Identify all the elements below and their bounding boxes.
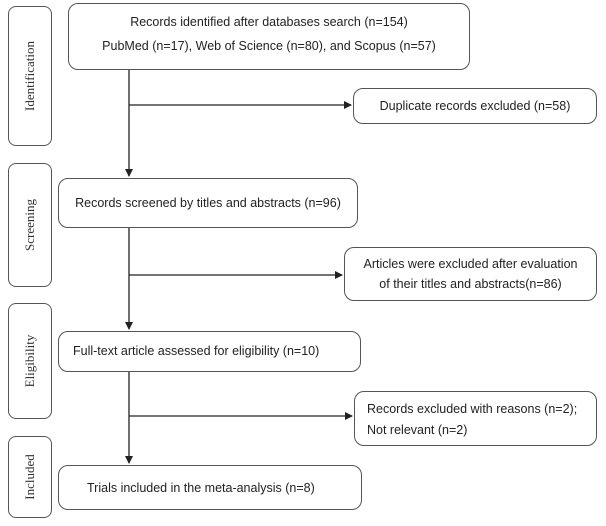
fulltext-assessed-text: Full-text article assessed for eligibili… xyxy=(73,344,320,358)
databases-breakdown-text: PubMed (n=17), Web of Science (n=80), an… xyxy=(102,39,436,53)
articles-excluded-box: Articles were excluded after evaluation … xyxy=(344,247,597,301)
trials-included-text: Trials included in the meta-analysis (n=… xyxy=(87,481,315,495)
articles-excluded-line2: of their titles and abstracts(n=86) xyxy=(379,277,562,291)
phase-included: Included xyxy=(8,436,52,518)
records-excluded-reasons-box: Records excluded with reasons (n=2); Not… xyxy=(354,391,597,446)
records-identified-box: Records identified after databases searc… xyxy=(68,3,470,70)
phase-screening: Screening xyxy=(8,163,52,287)
articles-excluded-line1: Articles were excluded after evaluation xyxy=(363,257,578,271)
records-identified-text: Records identified after databases searc… xyxy=(130,15,408,29)
phase-identification: Identification xyxy=(8,6,52,146)
duplicates-excluded-box: Duplicate records excluded (n=58) xyxy=(353,88,597,124)
duplicates-excluded-text: Duplicate records excluded (n=58) xyxy=(379,99,571,113)
fulltext-assessed-box: Full-text article assessed for eligibili… xyxy=(58,331,361,372)
records-screened-box: Records screened by titles and abstracts… xyxy=(58,178,358,228)
records-excluded-reasons-line1: Records excluded with reasons (n=2); xyxy=(367,402,578,416)
phase-eligibility: Eligibility xyxy=(8,303,52,419)
trials-included-box: Trials included in the meta-analysis (n=… xyxy=(58,465,362,510)
records-screened-text: Records screened by titles and abstracts… xyxy=(75,196,341,210)
records-excluded-reasons-line2: Not relevant (n=2) xyxy=(367,423,468,437)
